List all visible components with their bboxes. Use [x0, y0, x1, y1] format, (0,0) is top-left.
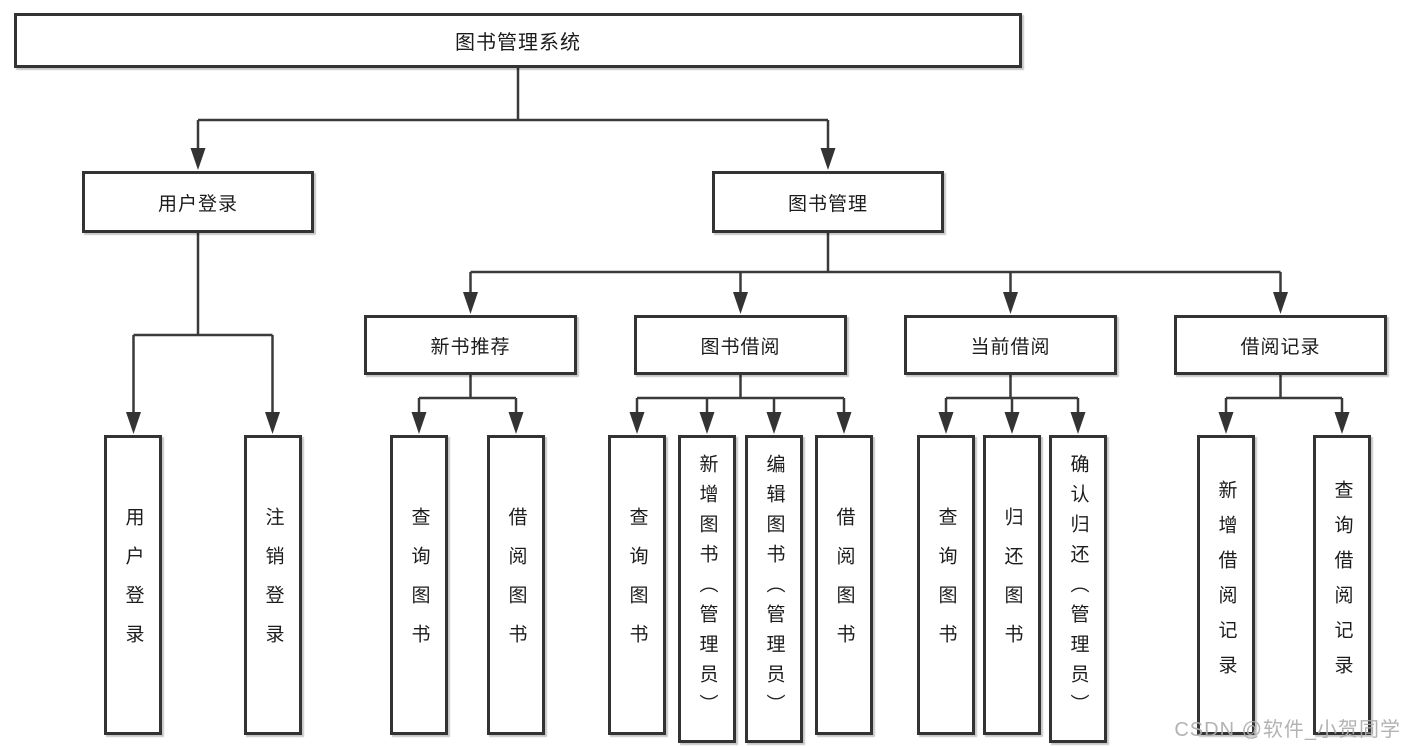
arrowheads [126, 148, 1350, 434]
node-root: 图书管理系统 [14, 13, 1022, 68]
node-borrow-books-leaf: 借阅图书 [815, 435, 873, 735]
node-add-borrow-record: 新增借阅记录 [1197, 435, 1255, 735]
node-user-login-leaf: 用户登录 [104, 435, 162, 735]
node-edit-book-admin: 编辑图书（管理员） [745, 435, 803, 743]
node-query-books-borrow: 查询图书 [608, 435, 666, 735]
node-query-books-current: 查询图书 [917, 435, 975, 735]
watermark-text: CSDN @软件_小贺同学 [1174, 719, 1401, 741]
node-current-borrow: 当前借阅 [904, 315, 1117, 375]
node-return-book: 归还图书 [983, 435, 1041, 735]
node-user-login: 用户登录 [82, 171, 314, 233]
node-new-book-recommend: 新书推荐 [364, 315, 577, 375]
node-book-borrow: 图书借阅 [634, 315, 847, 375]
node-query-books-recommend: 查询图书 [390, 435, 448, 735]
node-add-book-admin: 新增图书（管理员） [678, 435, 736, 743]
node-book-management: 图书管理 [712, 171, 944, 233]
node-confirm-return-admin: 确认归还（管理员） [1049, 435, 1107, 743]
node-borrow-records: 借阅记录 [1174, 315, 1387, 375]
node-query-borrow-record: 查询借阅记录 [1313, 435, 1371, 735]
node-borrow-books-recommend: 借阅图书 [487, 435, 545, 735]
node-logout-login: 注销登录 [244, 435, 302, 735]
